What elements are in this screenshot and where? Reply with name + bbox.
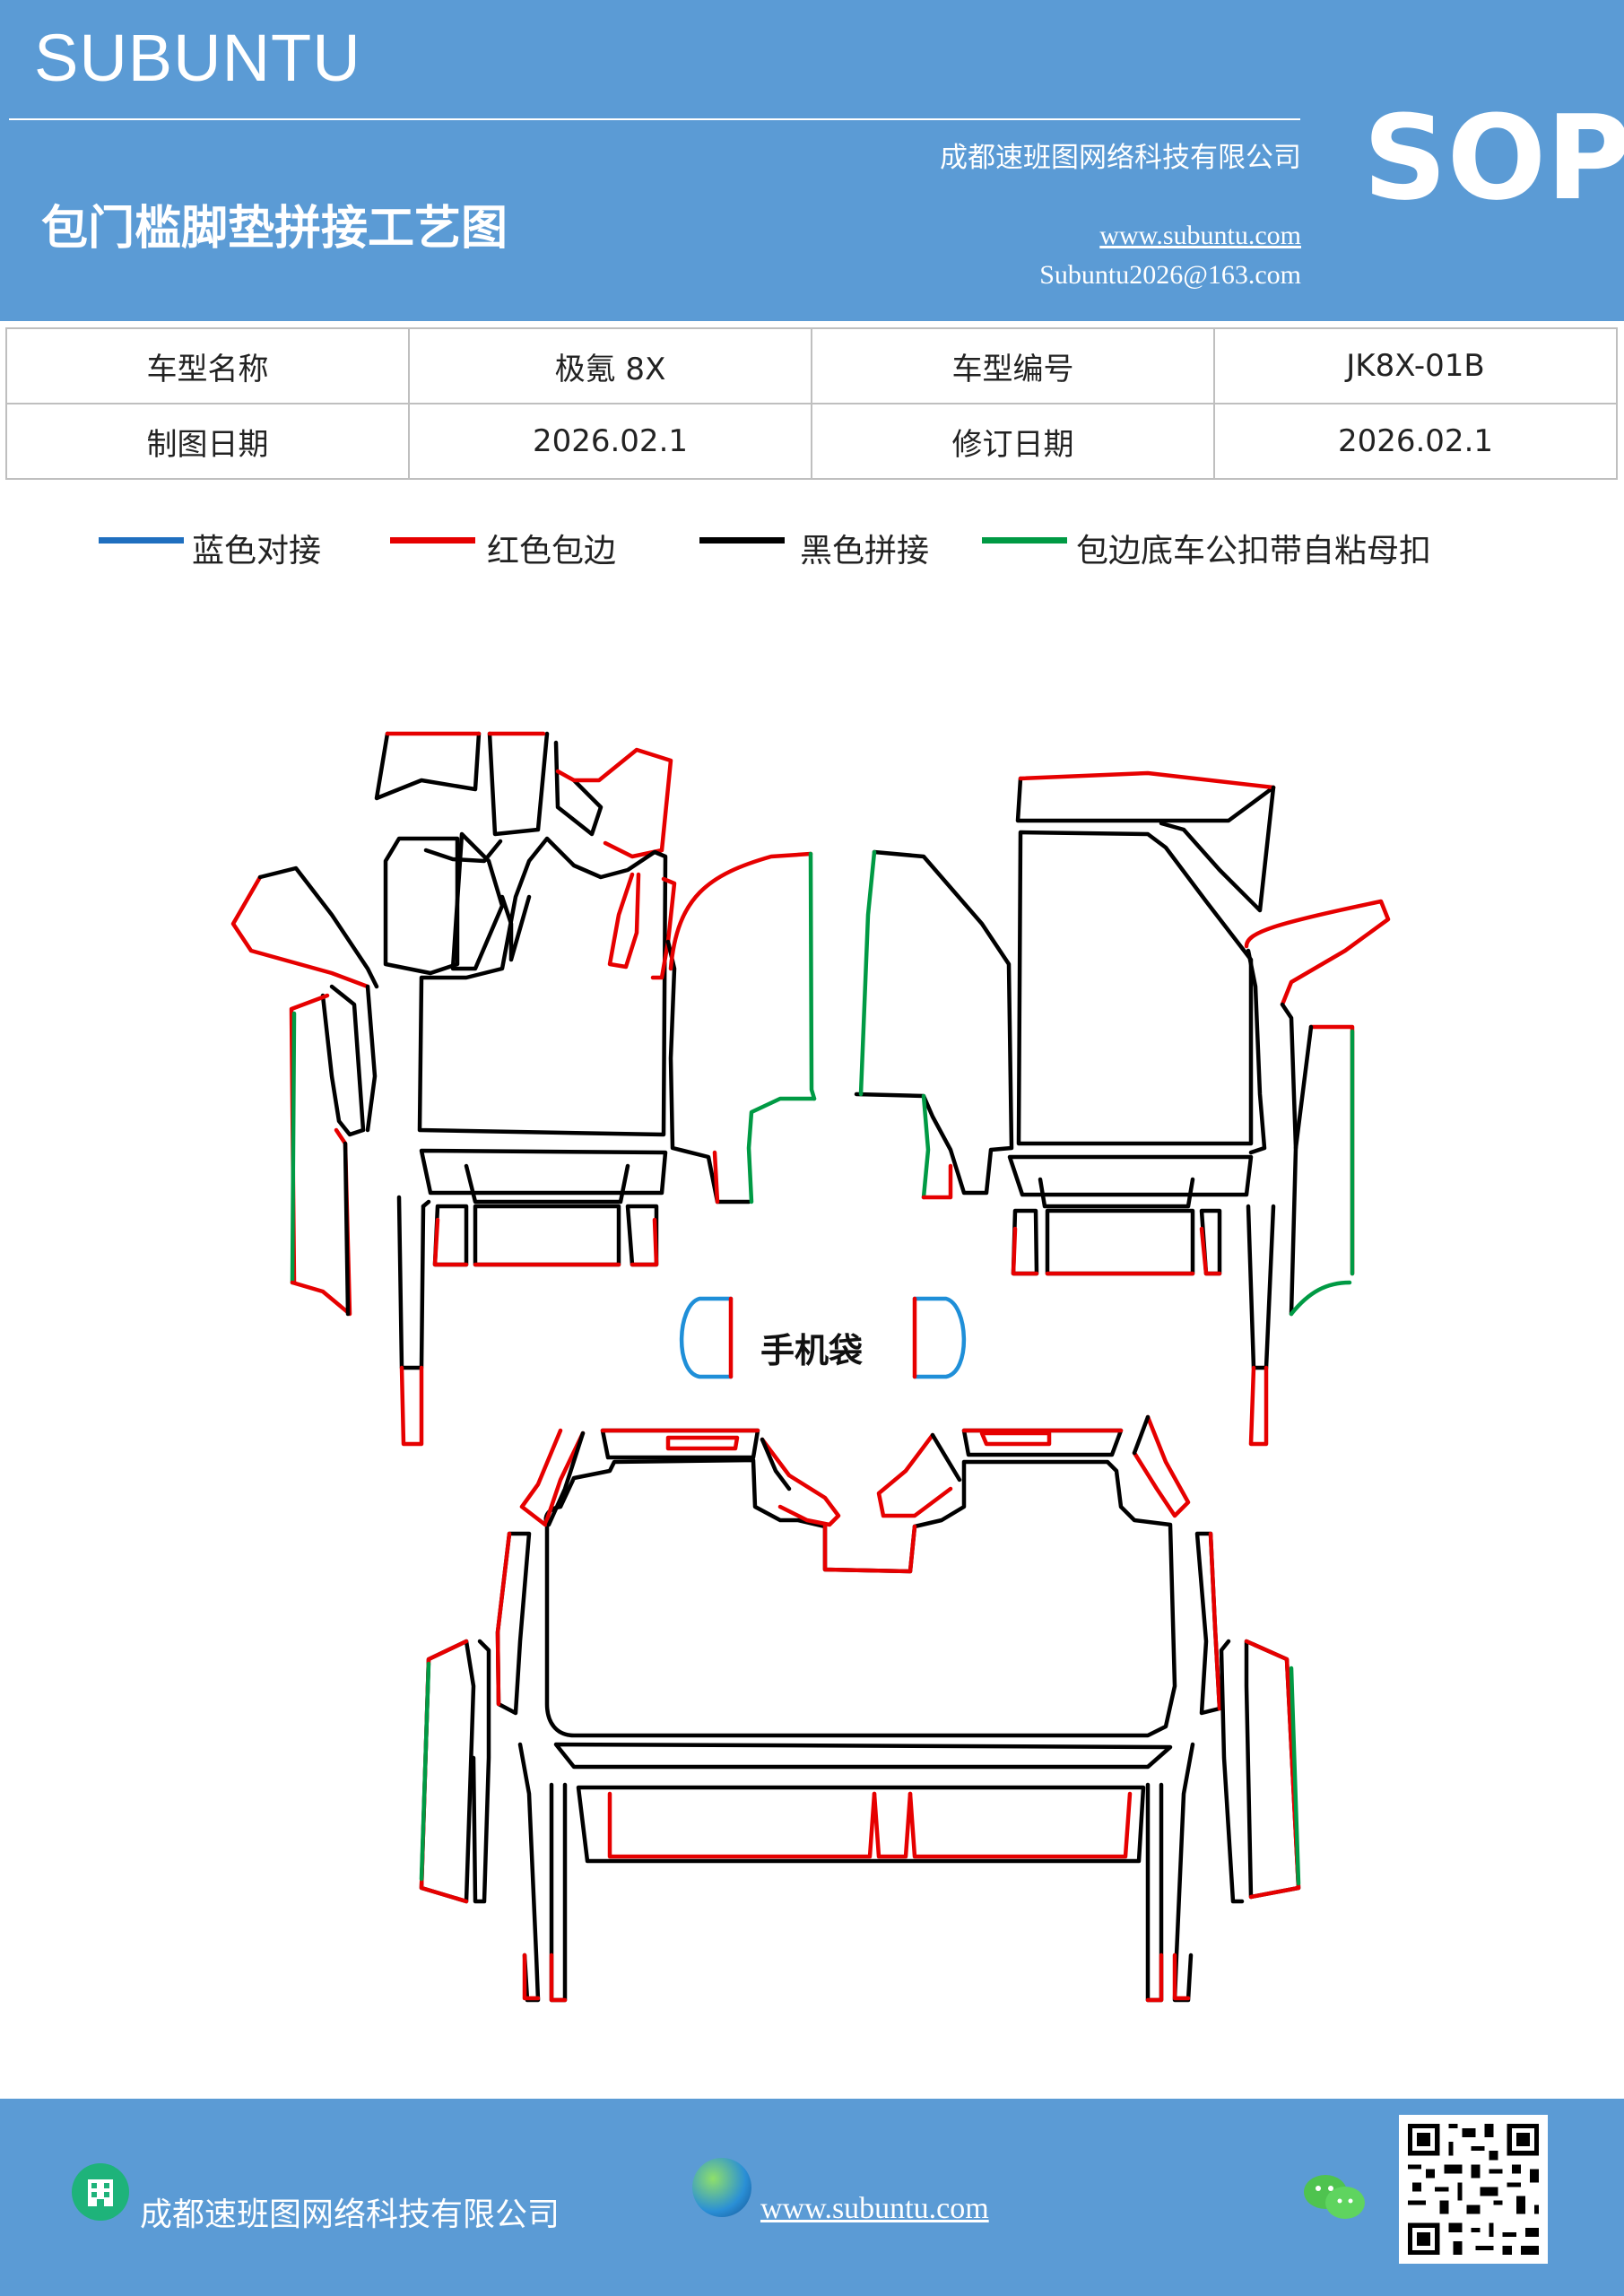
document-title: 包门槛脚垫拼接工艺图 xyxy=(41,201,508,256)
revise-date-value: 2026.02.1 xyxy=(1213,403,1618,480)
legend-swatch xyxy=(699,537,785,544)
footer-company: 成都速班图网络科技有限公司 xyxy=(140,2196,560,2233)
draw-date-value: 2026.02.1 xyxy=(408,403,812,480)
legend: 蓝色对接 红色包边 黑色拼接 包边底车公扣带自粘母扣 xyxy=(0,525,1624,578)
floor-mat-diagram xyxy=(230,731,1391,2003)
footer-banner: 成都速班图网络科技有限公司 www.subuntu.com xyxy=(0,2099,1624,2296)
qr-code xyxy=(1399,2115,1548,2264)
model-code-label: 车型编号 xyxy=(811,327,1215,404)
rear-mat xyxy=(419,1414,1301,2003)
left-front-mat xyxy=(230,731,817,1447)
model-name-value: 极氪 8X xyxy=(408,327,812,404)
revise-date-label: 修订日期 xyxy=(811,403,1215,480)
table-row: 车型名称 极氪 8X 车型编号 JK8X-01B xyxy=(5,327,1618,404)
sop-badge: SOP xyxy=(1363,90,1624,226)
legend-label: 蓝色对接 xyxy=(192,533,322,570)
legend-label: 黑色拼接 xyxy=(800,533,930,570)
draw-date-label: 制图日期 xyxy=(5,403,410,480)
legend-label: 红色包边 xyxy=(487,533,617,570)
header-company: 成都速班图网络科技有限公司 xyxy=(940,142,1301,174)
model-name-label: 车型名称 xyxy=(5,327,410,404)
model-code-value: JK8X-01B xyxy=(1213,327,1618,404)
phone-pocket-label: 手机袋 xyxy=(760,1331,864,1370)
header-banner: SUBUNTU 成都速班图网络科技有限公司 包门槛脚垫拼接工艺图 www.sub… xyxy=(0,0,1624,321)
right-front-mat xyxy=(854,770,1391,1447)
footer-website-link[interactable]: www.subuntu.com xyxy=(760,2192,989,2225)
brand-name: SUBUNTU xyxy=(34,21,361,95)
header-email[interactable]: Subuntu2026@163.com xyxy=(1039,260,1301,290)
building-icon xyxy=(72,2163,129,2221)
header-divider xyxy=(9,118,1300,120)
globe-icon xyxy=(692,2158,751,2217)
wechat-icon[interactable] xyxy=(1302,2170,1367,2224)
header-website-link[interactable]: www.subuntu.com xyxy=(1099,221,1301,250)
info-table: 车型名称 极氪 8X 车型编号 JK8X-01B 制图日期 2026.02.1 … xyxy=(5,327,1618,480)
legend-swatch xyxy=(390,537,475,544)
legend-swatch xyxy=(99,537,184,544)
legend-swatch xyxy=(982,537,1067,544)
legend-label: 包边底车公扣带自粘母扣 xyxy=(1076,533,1432,570)
table-row: 制图日期 2026.02.1 修订日期 2026.02.1 xyxy=(5,403,1618,480)
phone-pocket-group xyxy=(679,1296,967,1379)
